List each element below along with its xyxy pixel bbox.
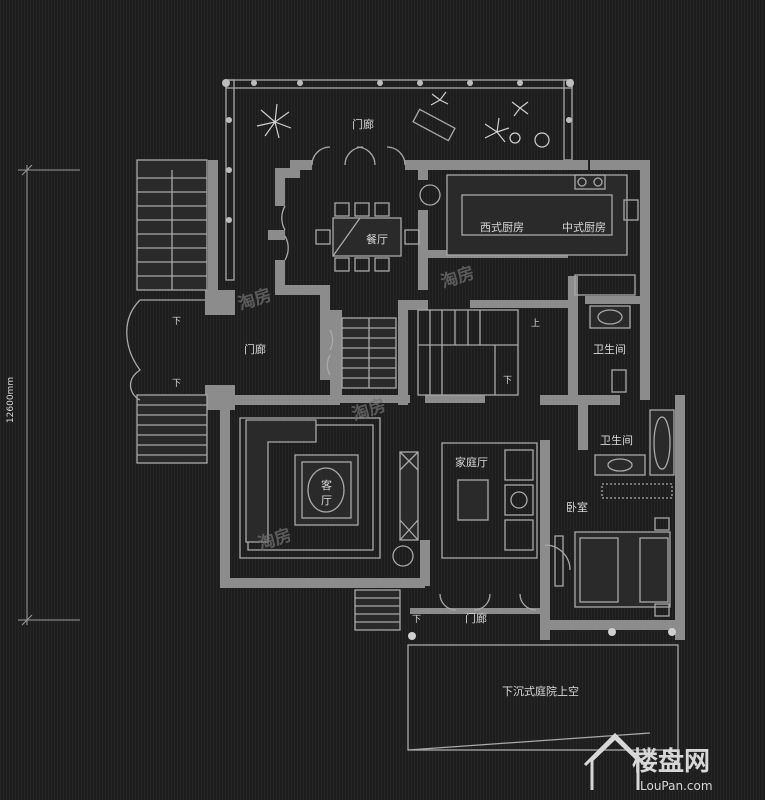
dimension-label: 12600mm <box>6 377 16 423</box>
room-label-bath-1: 卫生间 <box>593 342 626 356</box>
room-label-western-kitchen: 西式厨房 <box>480 221 524 234</box>
room-label-chinese-kitchen: 中式厨房 <box>562 221 606 234</box>
stair-mark-down: 下 <box>503 376 512 386</box>
lounge-chair <box>412 108 456 142</box>
bathroom-upper-fixtures <box>574 274 636 393</box>
room-label-bedroom: 卧室 <box>566 500 588 514</box>
room-label-porch-top: 门廊 <box>352 117 374 131</box>
stair-upper-left <box>136 159 208 291</box>
sunken-courtyard-outline <box>407 644 679 751</box>
dining-table <box>315 202 420 272</box>
dimension-line <box>18 164 80 626</box>
plant-icon <box>256 91 550 148</box>
room-label-family-room: 家庭厅 <box>455 455 488 469</box>
watermark: 淘房 <box>438 262 477 292</box>
watermark: 淘房 <box>235 284 274 314</box>
room-label-dining: 餐厅 <box>366 232 388 246</box>
stair-mark-down: 下 <box>172 317 181 327</box>
room-label-porch-bottom: 门廊 <box>465 611 487 625</box>
kitchen-counters <box>446 174 639 256</box>
bathroom-lower-fixtures <box>594 409 675 499</box>
room-label-sunken-courtyard: 下沉式庭院上空 <box>502 684 579 698</box>
stair-mark-down: 下 <box>412 615 421 625</box>
svg-text:LouPan.com: LouPan.com <box>640 779 713 793</box>
svg-text:楼盘网: 楼盘网 <box>632 746 710 777</box>
bedroom-furniture <box>554 517 671 617</box>
stair-lower-left <box>136 394 208 464</box>
main-staircase <box>341 309 519 396</box>
room-label-living-1: 客 <box>321 478 332 492</box>
plant-icon <box>419 184 441 206</box>
loupan-logo: 楼盘网 LouPan.com <box>583 732 713 793</box>
stair-mark-down: 下 <box>172 379 181 389</box>
room-label-bath-2: 卫生间 <box>600 433 633 447</box>
room-label-porch-left: 门廊 <box>244 342 266 356</box>
stair-mark-up: 上 <box>531 318 540 329</box>
top-porch-railing <box>222 79 574 281</box>
curved-balcony <box>126 299 141 401</box>
living-room-furniture <box>239 417 419 559</box>
room-label-living-2: 厅 <box>321 494 332 507</box>
walls <box>205 160 685 640</box>
family-room-furniture <box>441 442 538 559</box>
door-swings <box>281 146 571 611</box>
stair-bottom <box>354 589 401 631</box>
porch-columns <box>408 628 676 640</box>
plant-icon <box>392 545 414 567</box>
